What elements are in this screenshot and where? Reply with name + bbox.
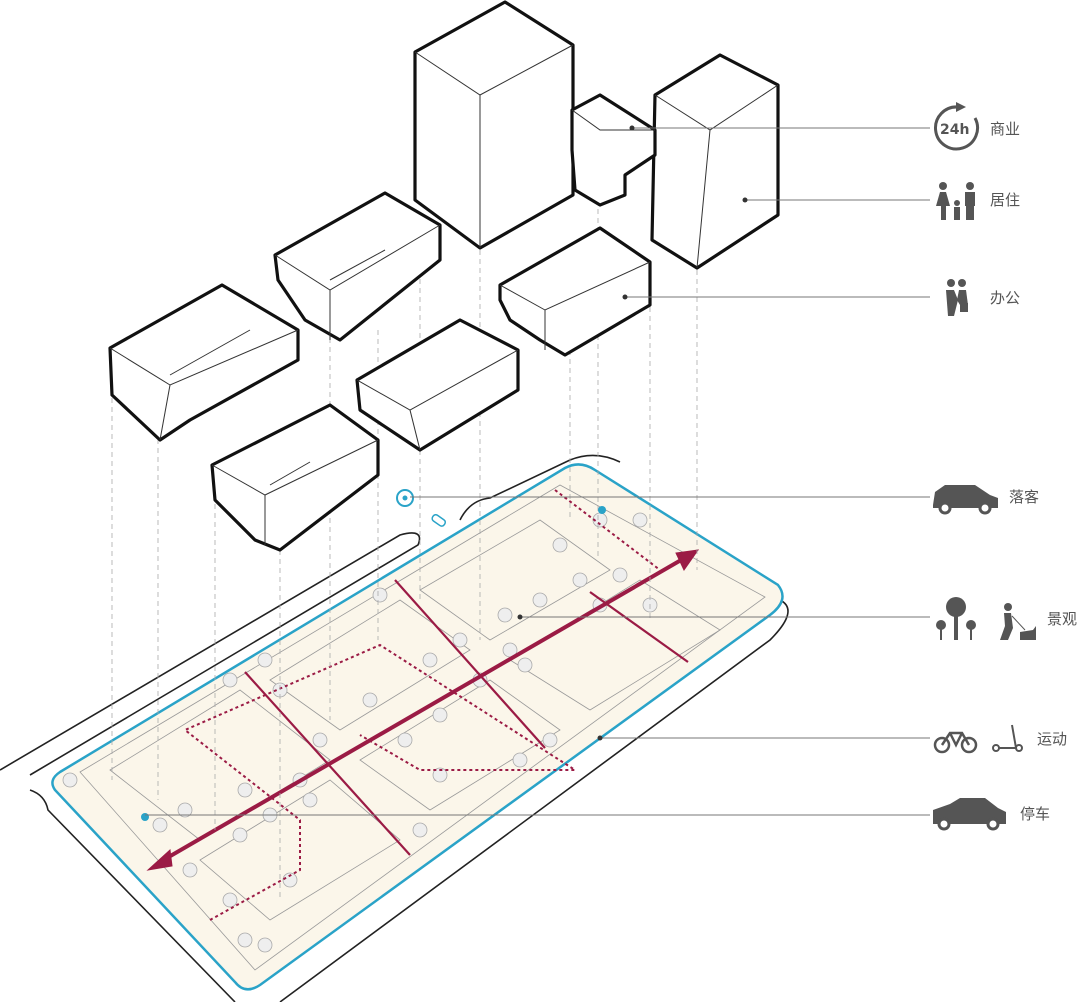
block-a — [108, 283, 300, 442]
podium-commercial — [570, 93, 657, 207]
road-lines — [0, 454, 789, 1002]
family-icon — [936, 182, 975, 220]
legend-label-commerce: 商业 — [990, 120, 1021, 138]
tree — [237, 932, 253, 948]
tree — [612, 567, 628, 583]
handshake-icon — [946, 279, 968, 316]
tree-cluster — [62, 512, 658, 953]
legend-label-sport: 运动 — [1037, 730, 1068, 748]
legend-label-landscape: 景观 — [1047, 610, 1078, 628]
arrowhead — [146, 848, 173, 871]
site-inner — [79, 484, 766, 971]
tree — [282, 872, 298, 888]
site-plane — [51, 463, 784, 991]
tree — [257, 652, 273, 668]
arrowhead — [675, 549, 700, 571]
legend-label-residential: 居住 — [990, 191, 1021, 209]
tree — [232, 827, 248, 843]
tree — [632, 512, 648, 528]
tree — [237, 782, 253, 798]
dog-walker-icon — [1000, 603, 1036, 640]
block-office — [498, 226, 652, 357]
tree — [497, 607, 513, 623]
legend-label-dropoff: 落客 — [1009, 488, 1040, 506]
scooter-icon — [992, 724, 1023, 752]
tower-residential — [650, 53, 780, 270]
tree — [422, 652, 438, 668]
block-d — [210, 403, 380, 552]
tree — [222, 672, 238, 688]
tree — [397, 732, 413, 748]
tree — [302, 792, 318, 808]
tree — [312, 732, 328, 748]
bicycle-icon — [933, 731, 978, 754]
legend-label-office: 办公 — [990, 289, 1021, 307]
tree — [432, 767, 448, 783]
tree — [412, 822, 428, 838]
dropoff-marker — [396, 489, 414, 507]
sedan-icon — [933, 798, 1006, 831]
tree — [152, 817, 168, 833]
tree — [62, 772, 78, 788]
leader-lines — [145, 127, 930, 816]
tree — [222, 892, 238, 908]
tree — [532, 592, 548, 608]
trees-icon — [936, 597, 976, 640]
tree — [517, 657, 533, 673]
dropoff-car-marker — [431, 513, 447, 527]
tree — [182, 862, 198, 878]
tree — [362, 692, 378, 708]
legend-label-parking: 停车 — [1020, 805, 1051, 823]
tree — [552, 537, 568, 553]
svg-text:24h: 24h — [940, 122, 969, 138]
main-axis-route — [158, 554, 690, 864]
block-b — [273, 191, 442, 342]
dropoff-dot — [402, 495, 408, 501]
suv-icon — [933, 485, 998, 515]
tree — [542, 732, 558, 748]
ring-dot — [598, 506, 606, 514]
tower-commercial-left — [413, 0, 575, 250]
parking-dot — [141, 813, 149, 821]
tree — [257, 937, 273, 953]
clock-24h-icon: 24h — [934, 102, 979, 151]
tree — [372, 587, 388, 603]
tree — [572, 572, 588, 588]
buildings — [108, 0, 780, 552]
tree — [177, 802, 193, 818]
tree — [512, 752, 528, 768]
tree — [432, 707, 448, 723]
circulation-routes — [146, 489, 700, 921]
tree — [452, 632, 468, 648]
block-c — [355, 318, 520, 452]
